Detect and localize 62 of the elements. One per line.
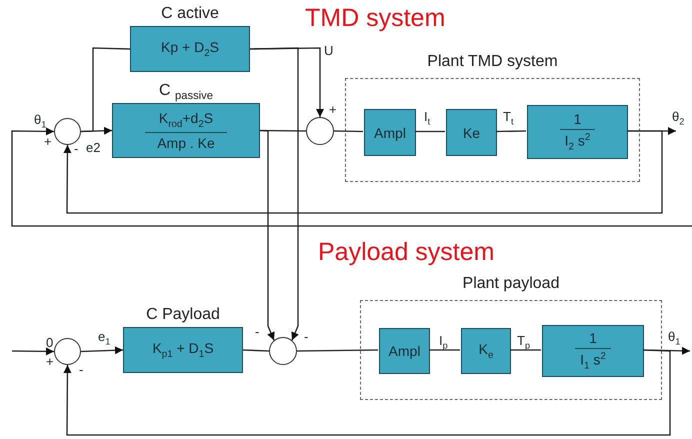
sign-mark: + xyxy=(44,135,52,148)
sign-mark: + xyxy=(46,355,54,368)
block-text: K$_{p1}$ + D$_{1}$S xyxy=(152,340,214,360)
transfer-function-block xyxy=(542,325,644,377)
signal-arrow xyxy=(63,349,671,436)
signal-label: θ$_{1}$ xyxy=(34,113,46,130)
signal-line xyxy=(80,47,130,132)
sign-mark: - xyxy=(74,142,78,155)
block-text: Ke xyxy=(462,124,480,140)
signal-line xyxy=(415,130,445,132)
signal-label: e2 xyxy=(86,141,100,154)
signal-label: T$_{t}$ xyxy=(503,110,514,127)
signal-label: θ$_{1}$ xyxy=(668,330,680,347)
signal-label: T$_{p}$ xyxy=(517,334,530,351)
signal-arrow xyxy=(80,346,124,354)
transfer-function-block xyxy=(379,328,430,374)
system-title: Payload system xyxy=(318,240,494,265)
sign-mark: - xyxy=(79,363,84,376)
transfer-function-block xyxy=(446,109,497,156)
signal-label: I$_{p}$ xyxy=(439,334,448,351)
block-text: Ampl xyxy=(374,124,406,140)
signal-label: 0 xyxy=(46,336,54,349)
block-title: Plant TMD system xyxy=(426,53,559,71)
signal-arrow xyxy=(260,130,275,341)
signal-label: e$_{1}$ xyxy=(98,330,110,347)
transfer-function-block xyxy=(527,105,628,159)
block-title: C Payload xyxy=(145,306,221,324)
fraction-numerator: K$_{rod}$+d$_{2}$S xyxy=(144,110,228,133)
block-title: C active xyxy=(160,5,220,23)
signal-label: U xyxy=(324,44,334,57)
signal-line xyxy=(297,349,378,352)
signal-line xyxy=(429,349,460,351)
block-title: C $_{passive}$ xyxy=(158,82,214,102)
summing-junction xyxy=(54,118,81,145)
summing-junction xyxy=(306,117,334,145)
system-title: TMD system xyxy=(305,6,446,31)
sign-mark: - xyxy=(255,325,260,338)
signal-arrow xyxy=(63,130,663,214)
transfer-function-block xyxy=(461,328,511,374)
block-text: K$_{e}$ xyxy=(478,341,494,361)
sign-mark: - xyxy=(304,330,308,343)
signal-label: I$_{t}$ xyxy=(424,110,430,127)
fraction-denominator: I$_{2}$ s$^{2}$ xyxy=(564,132,590,153)
signal-arrow xyxy=(12,347,54,356)
sign-mark: + xyxy=(329,103,337,116)
signal-label: θ$_{2}$ xyxy=(672,110,684,127)
summing-junction xyxy=(54,338,81,365)
signal-line xyxy=(510,349,541,351)
fraction-denominator: Amp . Ke xyxy=(157,134,215,151)
block-title: Plant payload xyxy=(462,275,560,293)
transfer-function-block xyxy=(364,109,416,156)
fraction-denominator: I$_{1}$ s$^{2}$ xyxy=(580,351,606,372)
summing-junction xyxy=(269,337,297,365)
signal-line xyxy=(242,349,270,352)
signal-line xyxy=(496,130,526,132)
signal-arrow xyxy=(250,47,299,341)
signal-arrow xyxy=(11,127,692,227)
block-text: Kp + D$_{2}$S xyxy=(161,39,219,59)
fraction-numerator: 1 xyxy=(560,111,596,130)
fraction-numerator: 1 xyxy=(575,330,611,350)
signal-line xyxy=(334,130,364,132)
block-text: Ampl xyxy=(388,343,420,359)
